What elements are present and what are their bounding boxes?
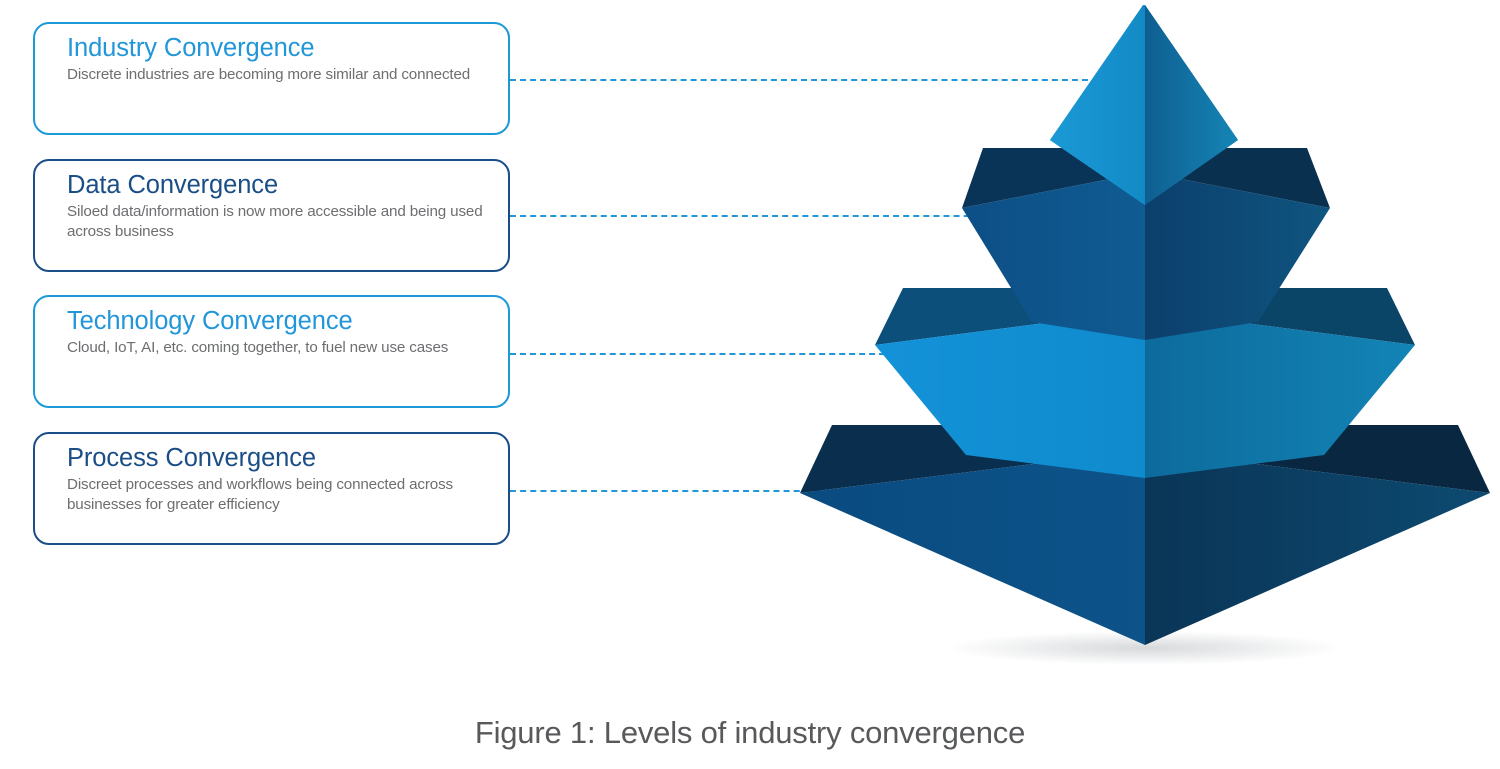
card-data-convergence[interactable]: Data Convergence Siloed data/information… [33,159,510,272]
pyramid-tier-base-process [800,425,1490,645]
pyramid-diagram [770,0,1500,680]
figure-caption: Figure 1: Levels of industry convergence [474,715,1026,750]
card-description: Discrete industries are becoming more si… [67,65,471,83]
tier-base-face-right [1145,450,1490,645]
tier-base-face-left [800,450,1145,645]
card-description: Cloud, IoT, AI, etc. coming together, to… [67,338,449,356]
connector-line-process [510,490,820,492]
card-description: Discreet processes and workflows being c… [67,475,453,513]
card-title: Data Convergence [67,171,279,199]
card-industry-convergence[interactable]: Industry Convergence Discrete industries… [33,22,510,135]
tier-technology-face-left [875,310,1145,478]
tier-technology-face-right [1145,310,1415,478]
card-technology-convergence[interactable]: Technology Convergence Cloud, IoT, AI, e… [33,295,510,408]
connector-line-data [510,215,1010,217]
pyramid-tier-data [962,148,1330,340]
tier-data-face-left [962,172,1145,340]
card-process-convergence[interactable]: Process Convergence Discreet processes a… [33,432,510,545]
connector-line-industry [510,79,1098,81]
tier-data-face-right [1145,172,1330,340]
card-description: Siloed data/information is now more acce… [67,202,483,240]
pyramid-ground-shadow [945,631,1345,665]
connector-line-technology [510,353,915,355]
pyramid-tier-apex-industry [1050,5,1238,205]
card-title: Technology Convergence [67,307,353,335]
card-title: Process Convergence [67,444,316,472]
card-title: Industry Convergence [67,34,315,62]
